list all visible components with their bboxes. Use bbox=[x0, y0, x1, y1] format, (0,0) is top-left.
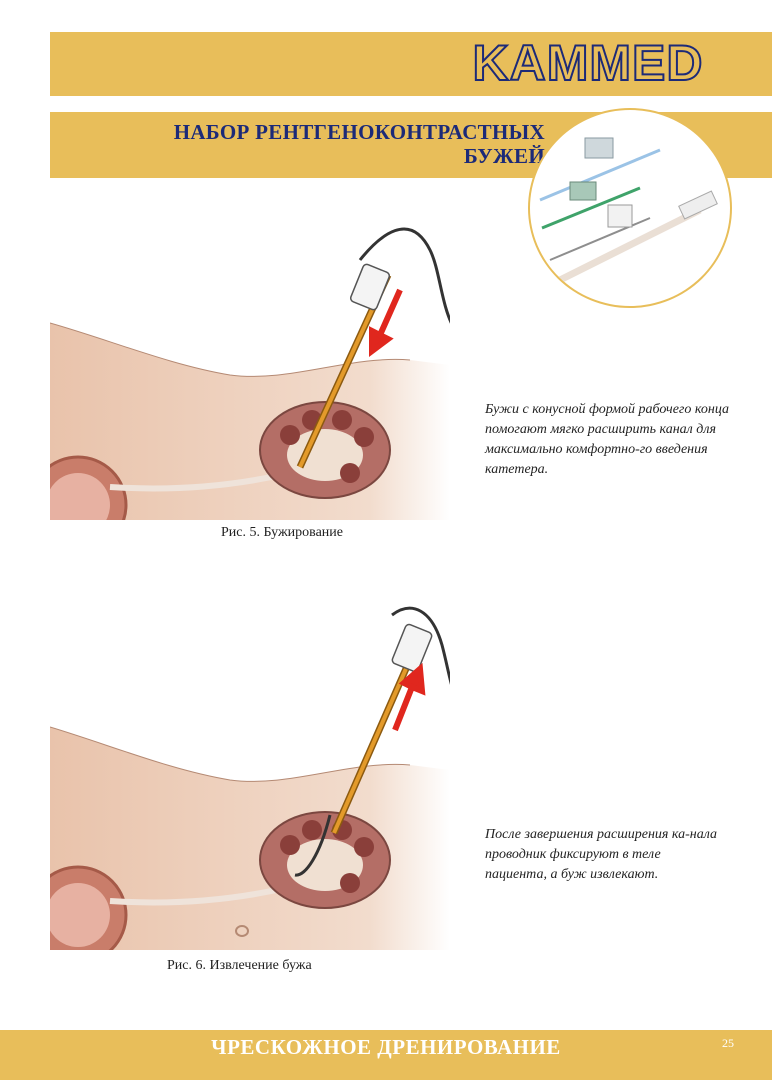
section-title-line1: НАБОР РЕНТГЕНОКОНТРАСТНЫХ bbox=[173, 120, 545, 144]
section-title-line2: БУЖЕЙ bbox=[463, 144, 545, 168]
section-title: НАБОР РЕНТГЕНОКОНТРАСТНЫХ БУЖЕЙ bbox=[160, 120, 545, 168]
dilator-hub bbox=[349, 263, 391, 311]
figure-dilator-removal bbox=[50, 606, 450, 950]
footer-title: ЧРЕСКОЖНОЕ ДРЕНИРОВАНИЕ bbox=[211, 1035, 561, 1059]
arrow-down-icon bbox=[369, 288, 403, 357]
figure-bougienage bbox=[50, 227, 450, 520]
arrow-up-icon bbox=[392, 662, 426, 732]
dilator bbox=[332, 654, 414, 834]
figure-description: После завершения расширения ка-нала пров… bbox=[485, 827, 718, 882]
dilator-hub bbox=[391, 623, 433, 673]
figure-caption: Рис. 6. Извлечение бужа bbox=[167, 958, 312, 973]
figure-description: Бужи с конусной формой рабочего конца по… bbox=[485, 402, 729, 477]
guidewire bbox=[391, 606, 450, 685]
page-number: 25 bbox=[722, 1036, 734, 1050]
footer-band bbox=[0, 1030, 772, 1080]
header-band bbox=[50, 32, 772, 96]
kammed-logo: KAMMED bbox=[472, 36, 704, 92]
figure-caption: Рис. 5. Бужирование bbox=[221, 525, 344, 540]
product-photo bbox=[528, 108, 732, 308]
guidewire bbox=[358, 227, 450, 324]
svg-text:KAMMED: KAMMED bbox=[473, 36, 704, 91]
hub-blue bbox=[584, 137, 614, 159]
